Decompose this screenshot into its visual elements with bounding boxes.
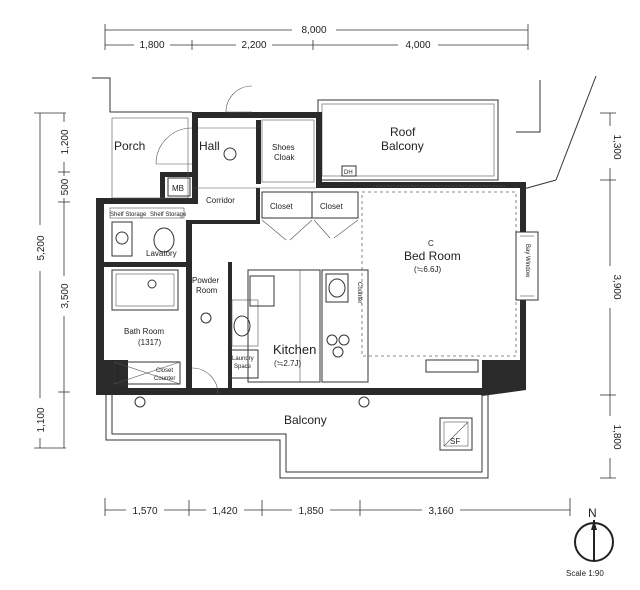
label-shoes-cloak-1: Shoes xyxy=(272,143,295,152)
dim-top-1: 1,800 xyxy=(139,40,164,51)
dim-top-3: 4,000 xyxy=(405,40,430,51)
label-shelf-1: Shelf Storage xyxy=(110,212,147,218)
label-bay-window: Bay Window xyxy=(524,244,530,278)
scale-label: Scale 1:90 xyxy=(566,569,604,578)
compass-north-label: N xyxy=(588,506,597,520)
dimension-lines-left xyxy=(33,112,71,449)
dim-bottom-1: 1,570 xyxy=(132,506,157,517)
dim-left-2: 500 xyxy=(60,178,71,195)
dim-right-1: 1,300 xyxy=(611,134,622,159)
label-mb: MB xyxy=(172,184,184,193)
label-porch: Porch xyxy=(114,139,145,153)
dim-left-1: 1,200 xyxy=(60,129,71,154)
powder-room-fixtures xyxy=(191,299,259,395)
closets xyxy=(261,191,359,241)
wet-area-fixtures xyxy=(109,207,185,408)
dim-right-2: 3,900 xyxy=(611,274,622,299)
label-laundry-space-1: Laundry xyxy=(232,356,254,362)
label-kitchen-area: (≒2.7J) xyxy=(274,359,301,368)
label-shoes-cloak-2: Cloak xyxy=(274,153,295,162)
dim-top-total: 8,000 xyxy=(301,25,326,36)
label-dh: DH xyxy=(344,170,353,176)
label-bed-room-area: (≒6.6J) xyxy=(414,265,441,274)
label-closet-2: Closet xyxy=(320,202,343,211)
dim-bottom-2: 1,420 xyxy=(212,506,237,517)
label-lavatory: Lavatory xyxy=(146,249,177,258)
kitchen-fixtures xyxy=(247,269,369,383)
north-arrow-icon xyxy=(574,520,614,562)
label-closet-counter-1: Closet xyxy=(156,368,173,374)
dim-left-total: 5,200 xyxy=(36,235,47,260)
label-shelf-2: Shelf Storage xyxy=(150,212,187,218)
dimension-lines-top xyxy=(104,22,529,52)
label-counter: Counter xyxy=(356,282,362,303)
label-balcony: Balcony xyxy=(284,413,327,427)
label-corridor: Corridor xyxy=(206,196,235,205)
label-bed-room: Bed Room xyxy=(404,249,461,263)
dim-bottom-4: 3,160 xyxy=(428,506,453,517)
dimension-lines-right xyxy=(600,112,617,479)
label-closet-counter-2: Counter xyxy=(154,376,175,382)
label-roof-balcony-2: Balcony xyxy=(381,139,424,153)
dim-left-4: 1,100 xyxy=(36,407,47,432)
label-roof-balcony-1: Roof xyxy=(390,125,416,139)
bed-room-floor xyxy=(361,185,539,373)
label-bath-room: Bath Room xyxy=(124,327,164,336)
label-laundry-space-2: Space xyxy=(234,364,252,370)
dim-bottom-3: 1,850 xyxy=(298,506,323,517)
dim-top-2: 2,200 xyxy=(241,40,266,51)
sf-marker xyxy=(439,417,473,451)
label-c-mark: C xyxy=(428,239,434,248)
label-closet-1: Closet xyxy=(270,202,293,211)
label-kitchen: Kitchen xyxy=(273,342,316,357)
dimension-lines-bottom xyxy=(104,498,571,517)
label-powder-room-1: Powder xyxy=(192,276,219,285)
dim-left-3: 3,500 xyxy=(60,283,71,308)
site-outline xyxy=(92,75,597,479)
label-powder-room-2: Room xyxy=(196,286,218,295)
label-sf: SF xyxy=(450,437,460,446)
label-hall: Hall xyxy=(199,139,220,153)
entrance-area xyxy=(111,85,316,199)
dim-right-3: 1,800 xyxy=(611,424,622,449)
label-bath-room-size: (1317) xyxy=(138,338,161,347)
walls xyxy=(96,112,526,396)
